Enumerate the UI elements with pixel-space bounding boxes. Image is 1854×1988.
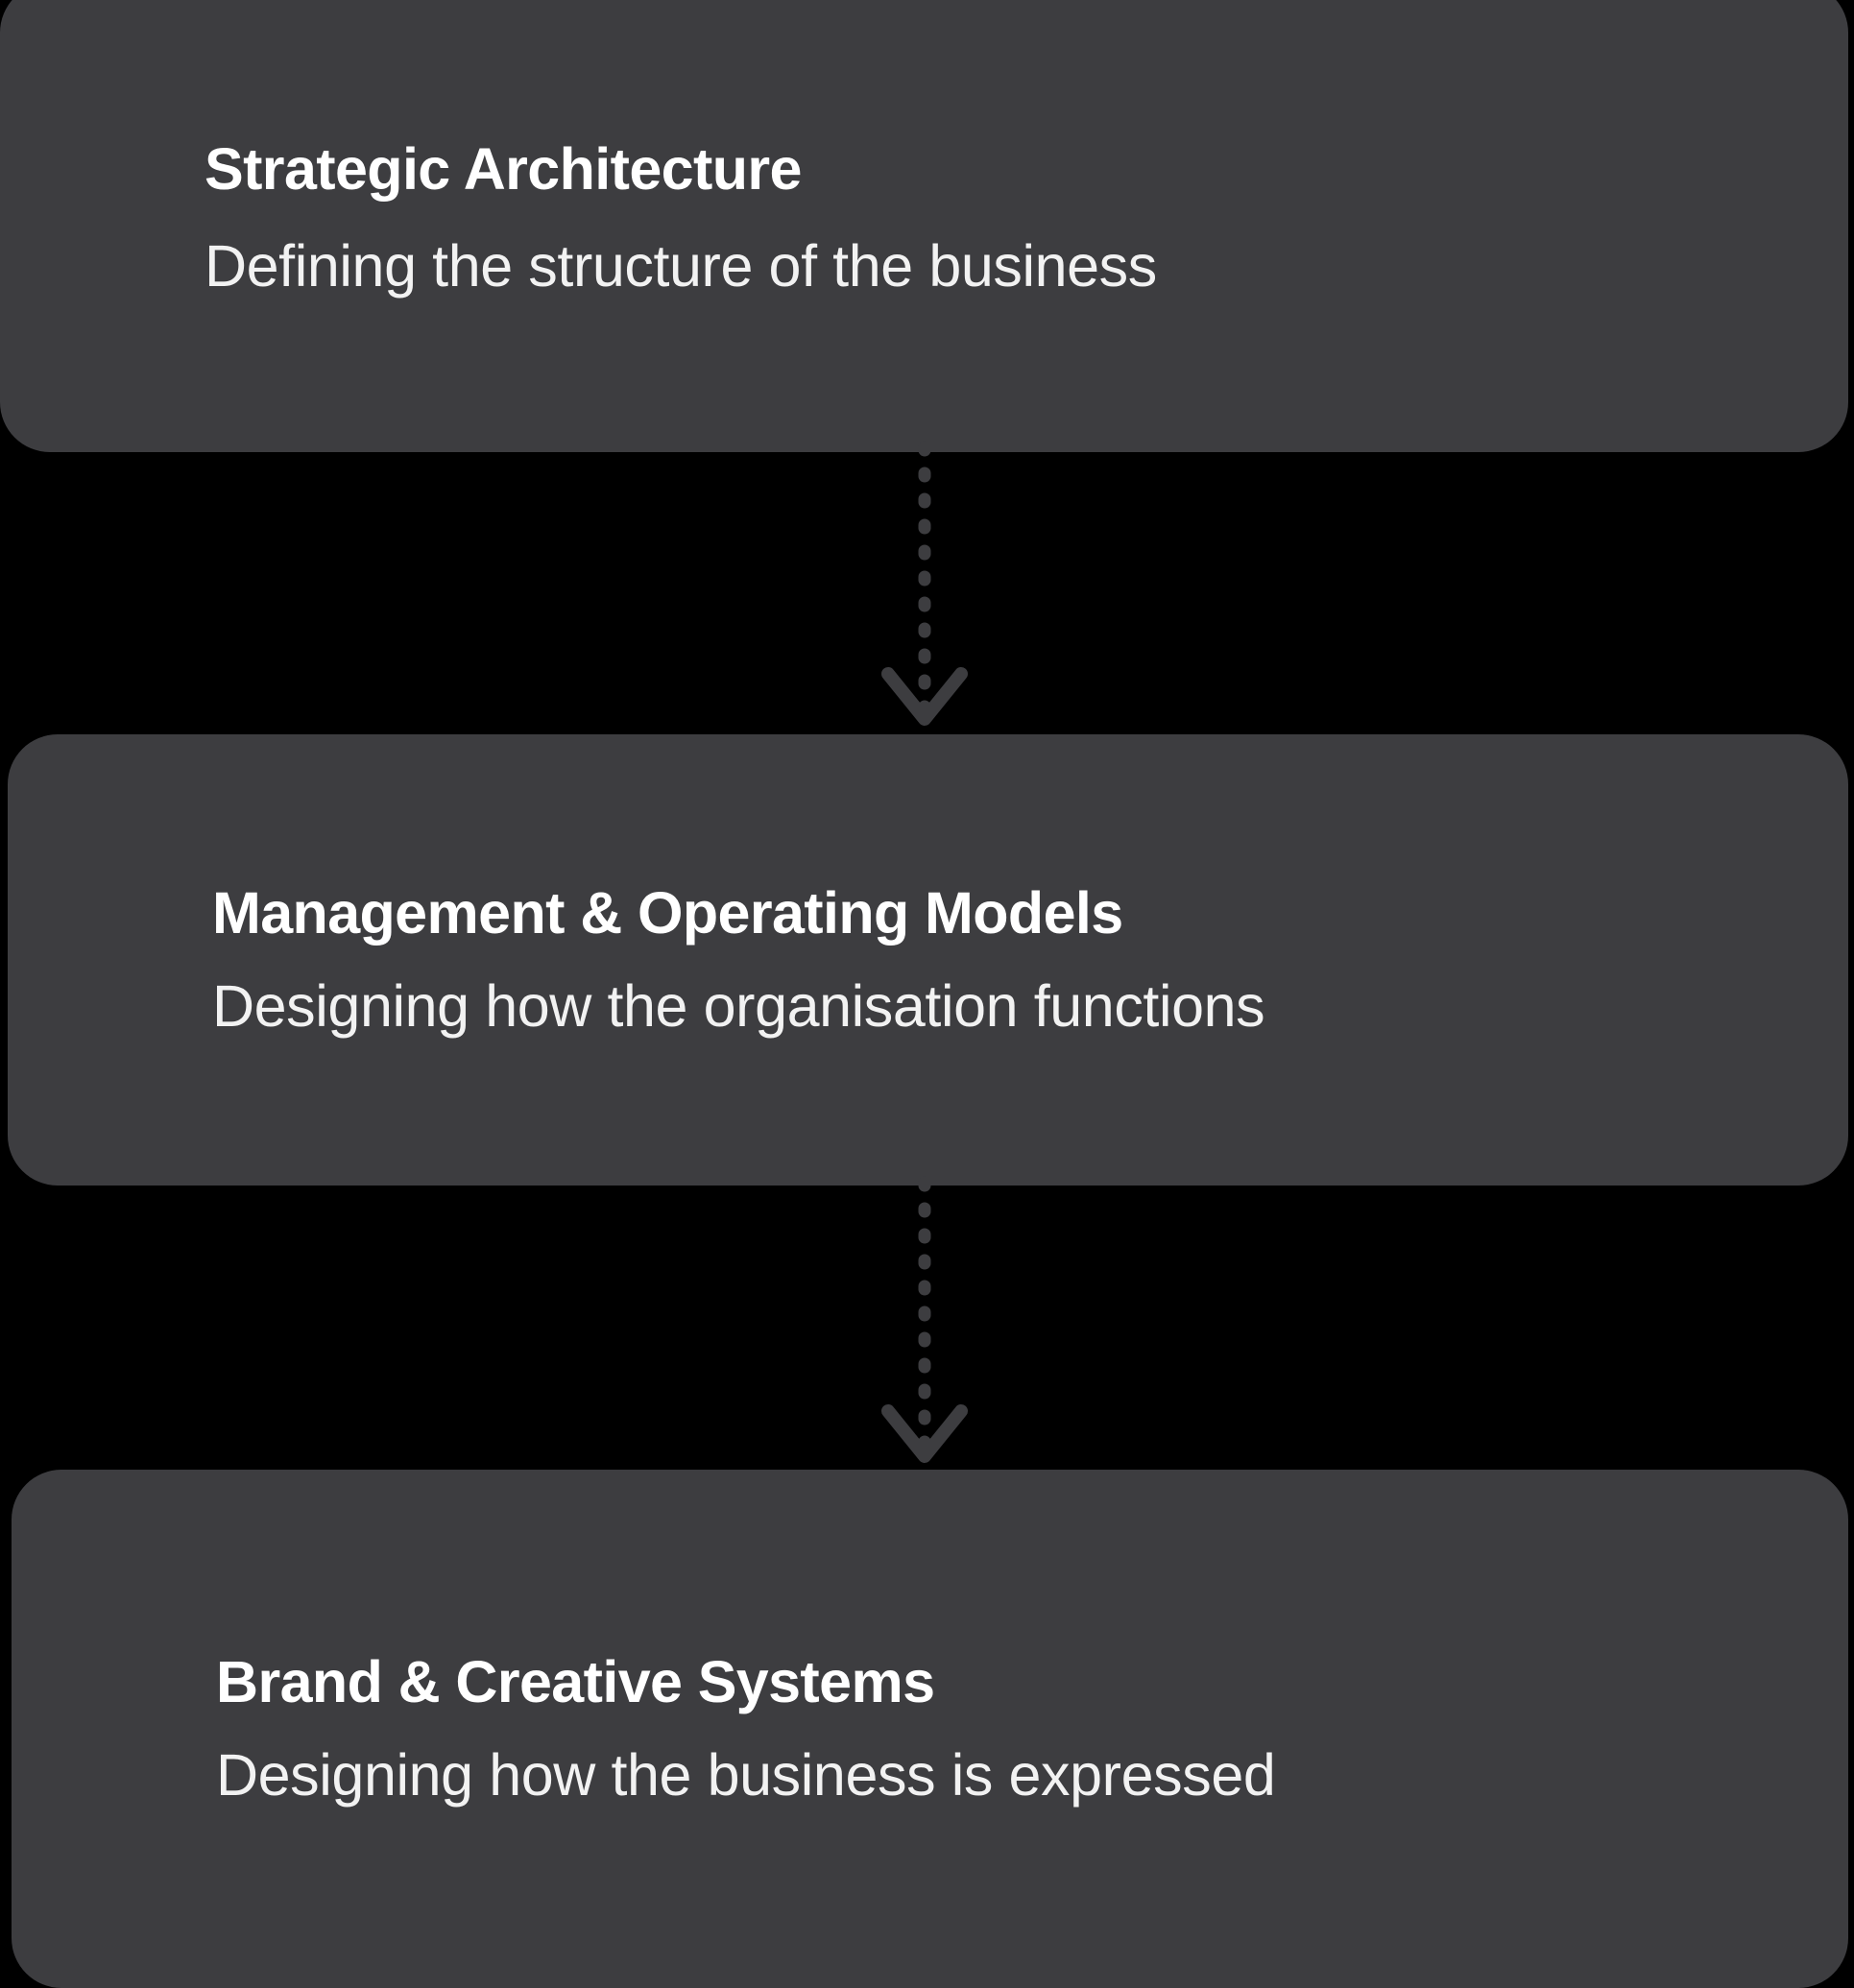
dotted-down-arrow-icon (881, 441, 968, 726)
flow-step-subtitle-1: Defining the structure of the business (205, 232, 1157, 299)
flow-step-card-2[interactable]: Management & Operating Models Designing … (8, 734, 1848, 1186)
dotted-down-arrow-icon (881, 1176, 968, 1463)
flow-step-card-3[interactable]: Brand & Creative Systems Designing how t… (12, 1470, 1848, 1988)
flow-step-subtitle-2: Designing how the organisation functions (212, 973, 1265, 1039)
flow-step-title-3: Brand & Creative Systems (216, 1649, 935, 1714)
flow-step-title-2: Management & Operating Models (212, 880, 1123, 946)
flow-connector-1 (867, 441, 982, 735)
flow-connector-2 (867, 1176, 982, 1473)
flow-step-card-1[interactable]: Strategic Architecture Defining the stru… (0, 0, 1848, 452)
flow-step-title-1: Strategic Architecture (205, 135, 802, 202)
flow-step-subtitle-3: Designing how the business is expressed (216, 1742, 1276, 1808)
